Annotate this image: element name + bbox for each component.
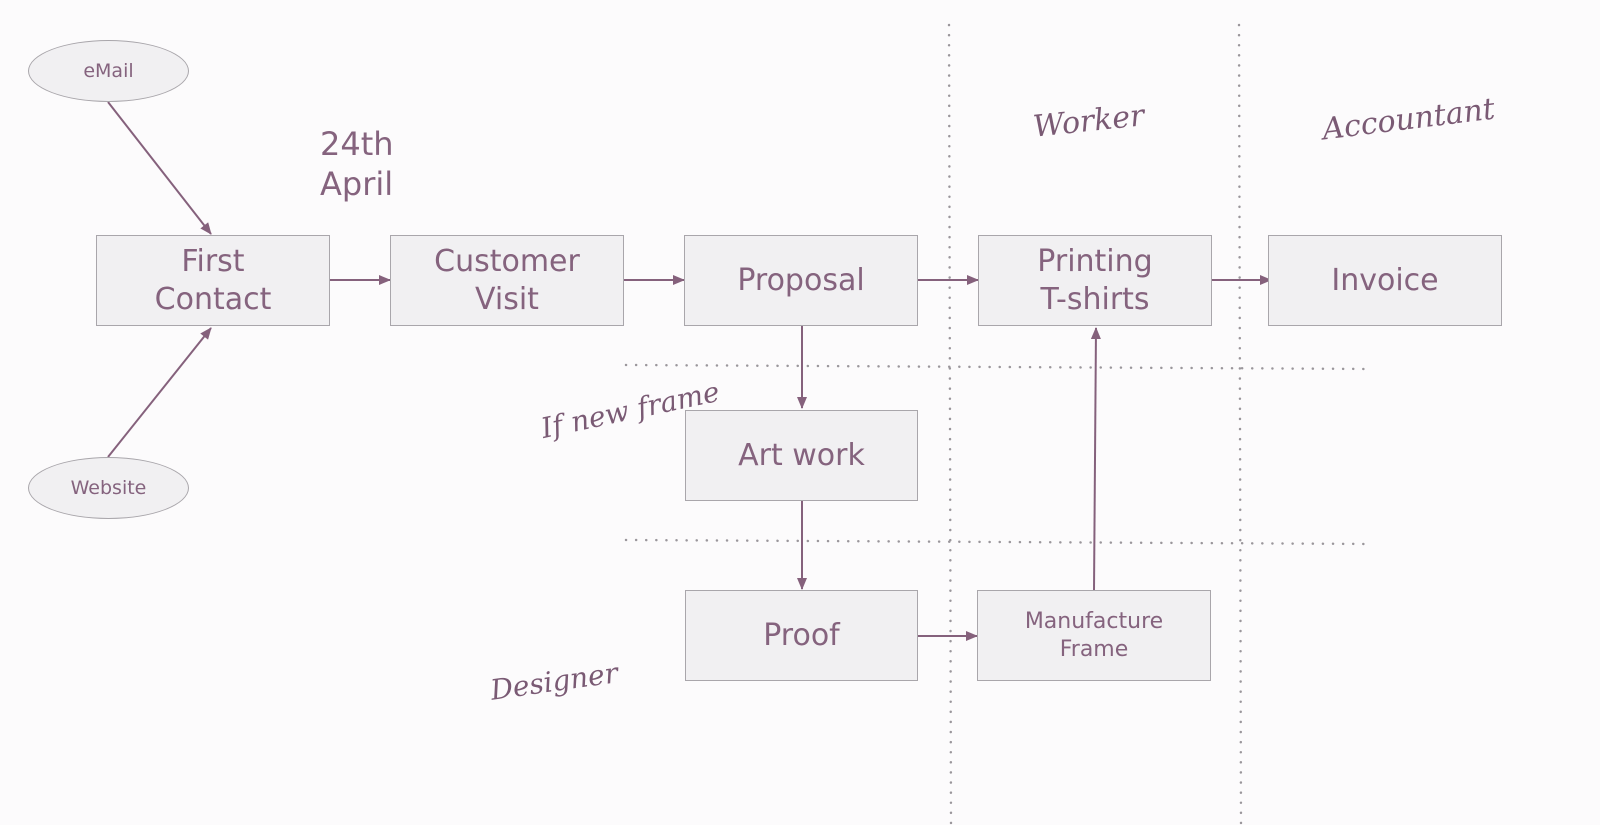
- date-note-line2: April: [320, 165, 394, 203]
- step-art-work-label: Art work: [738, 437, 865, 473]
- date-note: 24th April: [320, 124, 394, 204]
- step-proposal[interactable]: Proposal: [684, 235, 918, 326]
- step-proof-label: Proof: [763, 617, 840, 653]
- arrow-email-to-first-contact: [107, 101, 212, 235]
- step-manufacture-line2: Frame: [1059, 636, 1129, 662]
- step-first-contact-line2: Contact: [154, 281, 272, 317]
- step-customer-visit-line1: Customer: [434, 244, 580, 279]
- source-email-label: eMail: [83, 60, 134, 82]
- step-proof[interactable]: Proof: [685, 590, 918, 681]
- date-note-line1: 24th: [320, 125, 394, 163]
- step-invoice[interactable]: Invoice: [1268, 235, 1502, 326]
- source-website-label: Website: [70, 477, 147, 499]
- step-customer-visit-line2: Visit: [475, 281, 539, 317]
- step-proposal-label: Proposal: [737, 262, 865, 298]
- step-art-work[interactable]: Art work: [685, 410, 918, 501]
- source-email[interactable]: eMail: [28, 40, 189, 102]
- lane-divider-vertical-2: [1237, 23, 1243, 825]
- step-printing-line2: T-shirts: [1040, 281, 1150, 317]
- arrow-website-to-first-contact: [107, 327, 212, 458]
- source-website[interactable]: Website: [28, 457, 189, 519]
- lane-divider-horizontal-2: [624, 538, 1374, 546]
- arrow-manufacture-to-printing: [1090, 327, 1101, 591]
- lane-divider-horizontal-1: [624, 363, 1374, 371]
- step-first-contact-line1: First: [181, 244, 245, 279]
- step-invoice-label: Invoice: [1331, 262, 1439, 298]
- step-printing-line1: Printing: [1037, 244, 1153, 279]
- step-manufacture-line1: Manufacture: [1024, 609, 1164, 634]
- lane-divider-vertical-1: [947, 23, 953, 825]
